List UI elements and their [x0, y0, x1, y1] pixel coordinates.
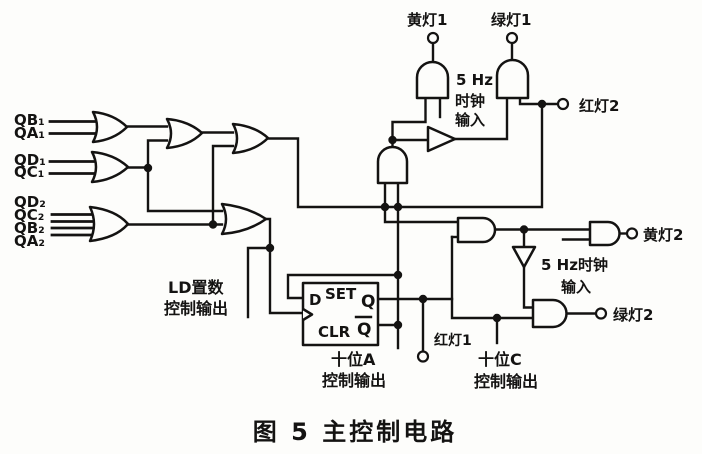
labels: QB₁ QA₁ QD₁ QC₁ QD₂ QC₂ QB₂ QA₂ 黄灯1 绿灯1 … [14, 11, 683, 446]
junction-dot [388, 135, 397, 145]
junction-dot [208, 220, 218, 229]
and-gate-yellow2 [588, 220, 621, 247]
tens-a-output-label-line2: 控制输出 [322, 371, 386, 390]
lamp-label-yellow1: 黄灯1 [407, 11, 447, 29]
lamp-label-red2: 红灯2 [579, 97, 619, 115]
ld-output-label-line1: LD置数 [168, 278, 224, 297]
input-label-qd1: QD₁ [14, 151, 46, 169]
or-gate-level3 [231, 122, 270, 155]
wire [266, 101, 544, 209]
lamp-label-red1: 红灯1 [434, 332, 472, 349]
tens-a-output-label-line1: 十位A [331, 350, 376, 369]
wire [453, 96, 509, 141]
and-gate-green1 [495, 58, 530, 100]
junction-dot [393, 320, 403, 330]
clock-note-top-line2: 时钟 [455, 92, 485, 110]
ff-clr-label: CLR [318, 323, 351, 341]
junction-dot [143, 163, 153, 173]
ff-qbar-label: Q [357, 320, 371, 340]
or-gate-qd1-qc1 [90, 150, 130, 184]
junction-dot [393, 270, 403, 280]
terminal-green2-icon [594, 307, 608, 320]
and-gate-center [376, 145, 409, 185]
junction-dot [380, 202, 390, 212]
junctions [143, 99, 547, 330]
wire [522, 265, 535, 309]
wire [146, 139, 169, 170]
or-gate-qb1-qa1 [91, 110, 129, 144]
input-label-qc2: QC₂ [14, 206, 44, 224]
wire [264, 217, 304, 315]
terminal-yellow1-icon [426, 31, 440, 45]
junction-dot [492, 313, 502, 323]
tens-c-output-label-line2: 控制输出 [474, 372, 538, 391]
input-label-qd2: QD₂ [14, 193, 46, 211]
clock-note-top-line3: 输入 [455, 111, 485, 129]
junction-dot [418, 294, 428, 304]
junction-dot [393, 202, 403, 212]
wire [383, 181, 460, 224]
inverter-top-icon [426, 125, 457, 153]
junction-dot [265, 243, 275, 253]
d-flipflop: D SET Q CLR Q [301, 281, 380, 347]
clock-note-right-line2: 输入 [561, 278, 591, 296]
input-label-qb2: QB₂ [14, 219, 45, 237]
wire [450, 235, 535, 320]
or-gate-level2 [165, 117, 204, 150]
ff-d-label: D [309, 291, 321, 309]
ld-output-label-line2: 控制输出 [164, 299, 228, 318]
terminal-yellow2-icon [625, 227, 639, 240]
and-gate-yellow1 [415, 60, 450, 100]
terminals [416, 31, 639, 363]
input-label-qa1: QA₁ [14, 124, 45, 142]
lamp-label-green2: 绿灯2 [613, 306, 653, 324]
clock-wedge-icon [302, 307, 314, 322]
wire [146, 166, 224, 213]
and-gate-driver [456, 216, 497, 244]
wire [286, 273, 400, 300]
figure-caption: 图 5 主控制电路 [253, 418, 457, 446]
terminal-green1-icon [505, 31, 519, 45]
ff-q-label: Q [361, 292, 375, 312]
input-label-qb1: QB₁ [14, 111, 45, 129]
clock-note-right-line1: 5 Hz时钟 [541, 256, 608, 274]
and-gate-green2 [531, 298, 568, 329]
d-flipflop-box [301, 281, 380, 347]
wires [48, 42, 629, 353]
lamp-label-yellow2: 黄灯2 [643, 226, 683, 244]
input-label-qc1: QC₁ [14, 163, 44, 181]
terminal-red2-icon [556, 97, 570, 111]
ff-set-label: SET [325, 285, 357, 303]
wire [246, 246, 272, 319]
gates [88, 58, 621, 329]
input-label-qa2: QA₂ [14, 232, 45, 250]
junction-dot [519, 225, 529, 234]
or-gate-4input [88, 205, 130, 243]
tens-c-output-label-line1: 十位C [478, 350, 522, 369]
wire [391, 96, 427, 142]
junction-dot [537, 99, 547, 109]
or-gate-ld [220, 202, 268, 236]
inverter-right-icon [511, 245, 537, 269]
clock-note-top-line1: 5 Hz [456, 71, 493, 89]
wire [211, 144, 235, 226]
lamp-label-green1: 绿灯1 [491, 11, 531, 29]
terminal-red1-icon [416, 350, 430, 363]
